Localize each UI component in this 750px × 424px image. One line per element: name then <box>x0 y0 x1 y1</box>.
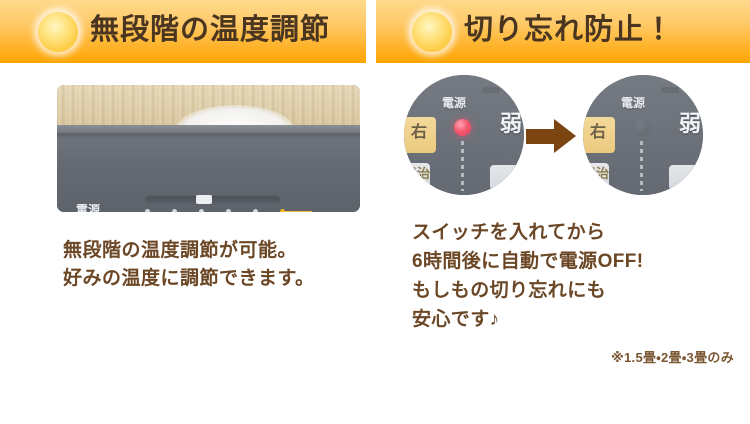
right-description-line: もしもの切り忘れにも <box>412 279 607 301</box>
tab-right-label: 右 <box>411 124 428 141</box>
tab-mite-button[interactable]: 退治 <box>404 163 430 189</box>
left-description-line: 無段階の温度調節が可能。 <box>63 240 298 261</box>
dial-power-label: 電源 <box>621 96 646 110</box>
tab-right-button[interactable]: 右 <box>404 117 436 153</box>
led-indicator <box>172 209 177 212</box>
left-description-line: 好みの温度に調節できます。 <box>63 268 315 290</box>
sun-icon <box>38 12 78 52</box>
right-description-line: 安心です♪ <box>412 308 500 330</box>
left-feature-column: 電源 弱 強 ダニ退治 <box>0 63 366 424</box>
led-indicator-row <box>145 209 285 212</box>
led-indicator <box>145 209 150 212</box>
dial-slot-fragment <box>482 87 500 93</box>
tab-right-label: 右 <box>590 124 607 141</box>
led-indicator <box>226 209 231 212</box>
dial-dotted-line <box>640 141 643 191</box>
dial-power-off: 右 退治 電源 弱 <box>583 75 703 195</box>
dial-slot-fragment <box>661 87 679 93</box>
controller-power-label: 電源 <box>76 203 101 212</box>
tab-mite-button[interactable]: 退治 <box>583 163 609 189</box>
right-description-line: 6時間後に自動で電源OFF! <box>412 250 644 272</box>
dial-power-on: 右 退治 電源 弱 <box>404 75 524 195</box>
carpet-edge-upper <box>57 125 360 133</box>
right-description-line: スイッチを入れてから <box>412 222 606 243</box>
dial-power-label: 電源 <box>442 96 467 110</box>
tab-blank-button[interactable] <box>490 165 524 190</box>
carpet-edge-lower <box>57 133 360 139</box>
badge-leader-line <box>281 211 312 212</box>
right-description: スイッチを入れてから 6時間後に自動で電源OFF! もしもの切り忘れにも 安心で… <box>412 219 644 335</box>
banner-temperature-control: 無段階の温度調節 <box>0 0 366 63</box>
banner-auto-off: 切り忘れ防止！ <box>376 0 750 63</box>
dial-dotted-line <box>461 141 464 191</box>
banner-title-left: 無段階の温度調節 <box>90 14 331 46</box>
dial-weak-label: 弱 <box>678 111 701 136</box>
led-indicator <box>253 209 258 212</box>
power-led-on-icon <box>454 119 471 136</box>
right-arrow-icon <box>526 119 578 153</box>
slider-track[interactable] <box>145 196 280 203</box>
tab-right-button[interactable]: 右 <box>583 117 615 153</box>
led-indicator <box>199 209 204 212</box>
dial-comparison-row: 右 退治 電源 弱 右 <box>376 75 750 205</box>
slider-thumb[interactable] <box>196 195 212 204</box>
tab-blank-button[interactable] <box>669 165 703 190</box>
led-indicator-active <box>280 209 285 212</box>
sun-icon <box>412 12 452 52</box>
left-description: 無段階の温度調節が可能。 好みの温度に調節できます。 <box>63 237 315 293</box>
controller-photo: 電源 弱 強 ダニ退治 <box>57 85 360 212</box>
arrow-shaft <box>526 129 556 144</box>
arrow-head <box>554 119 576 153</box>
dial-weak-label: 弱 <box>499 111 522 136</box>
banner-title-right: 切り忘れ防止！ <box>464 14 675 46</box>
footnote: ※1.5畳・2畳・3畳のみ <box>611 350 734 365</box>
tab-mite-label: 退治 <box>583 166 610 181</box>
controller-panel: 電源 弱 強 ダニ退治 <box>57 139 360 212</box>
right-feature-column: 右 退治 電源 弱 右 <box>376 63 750 424</box>
power-led-off-icon <box>633 119 650 136</box>
tab-mite-label: 退治 <box>404 166 431 181</box>
